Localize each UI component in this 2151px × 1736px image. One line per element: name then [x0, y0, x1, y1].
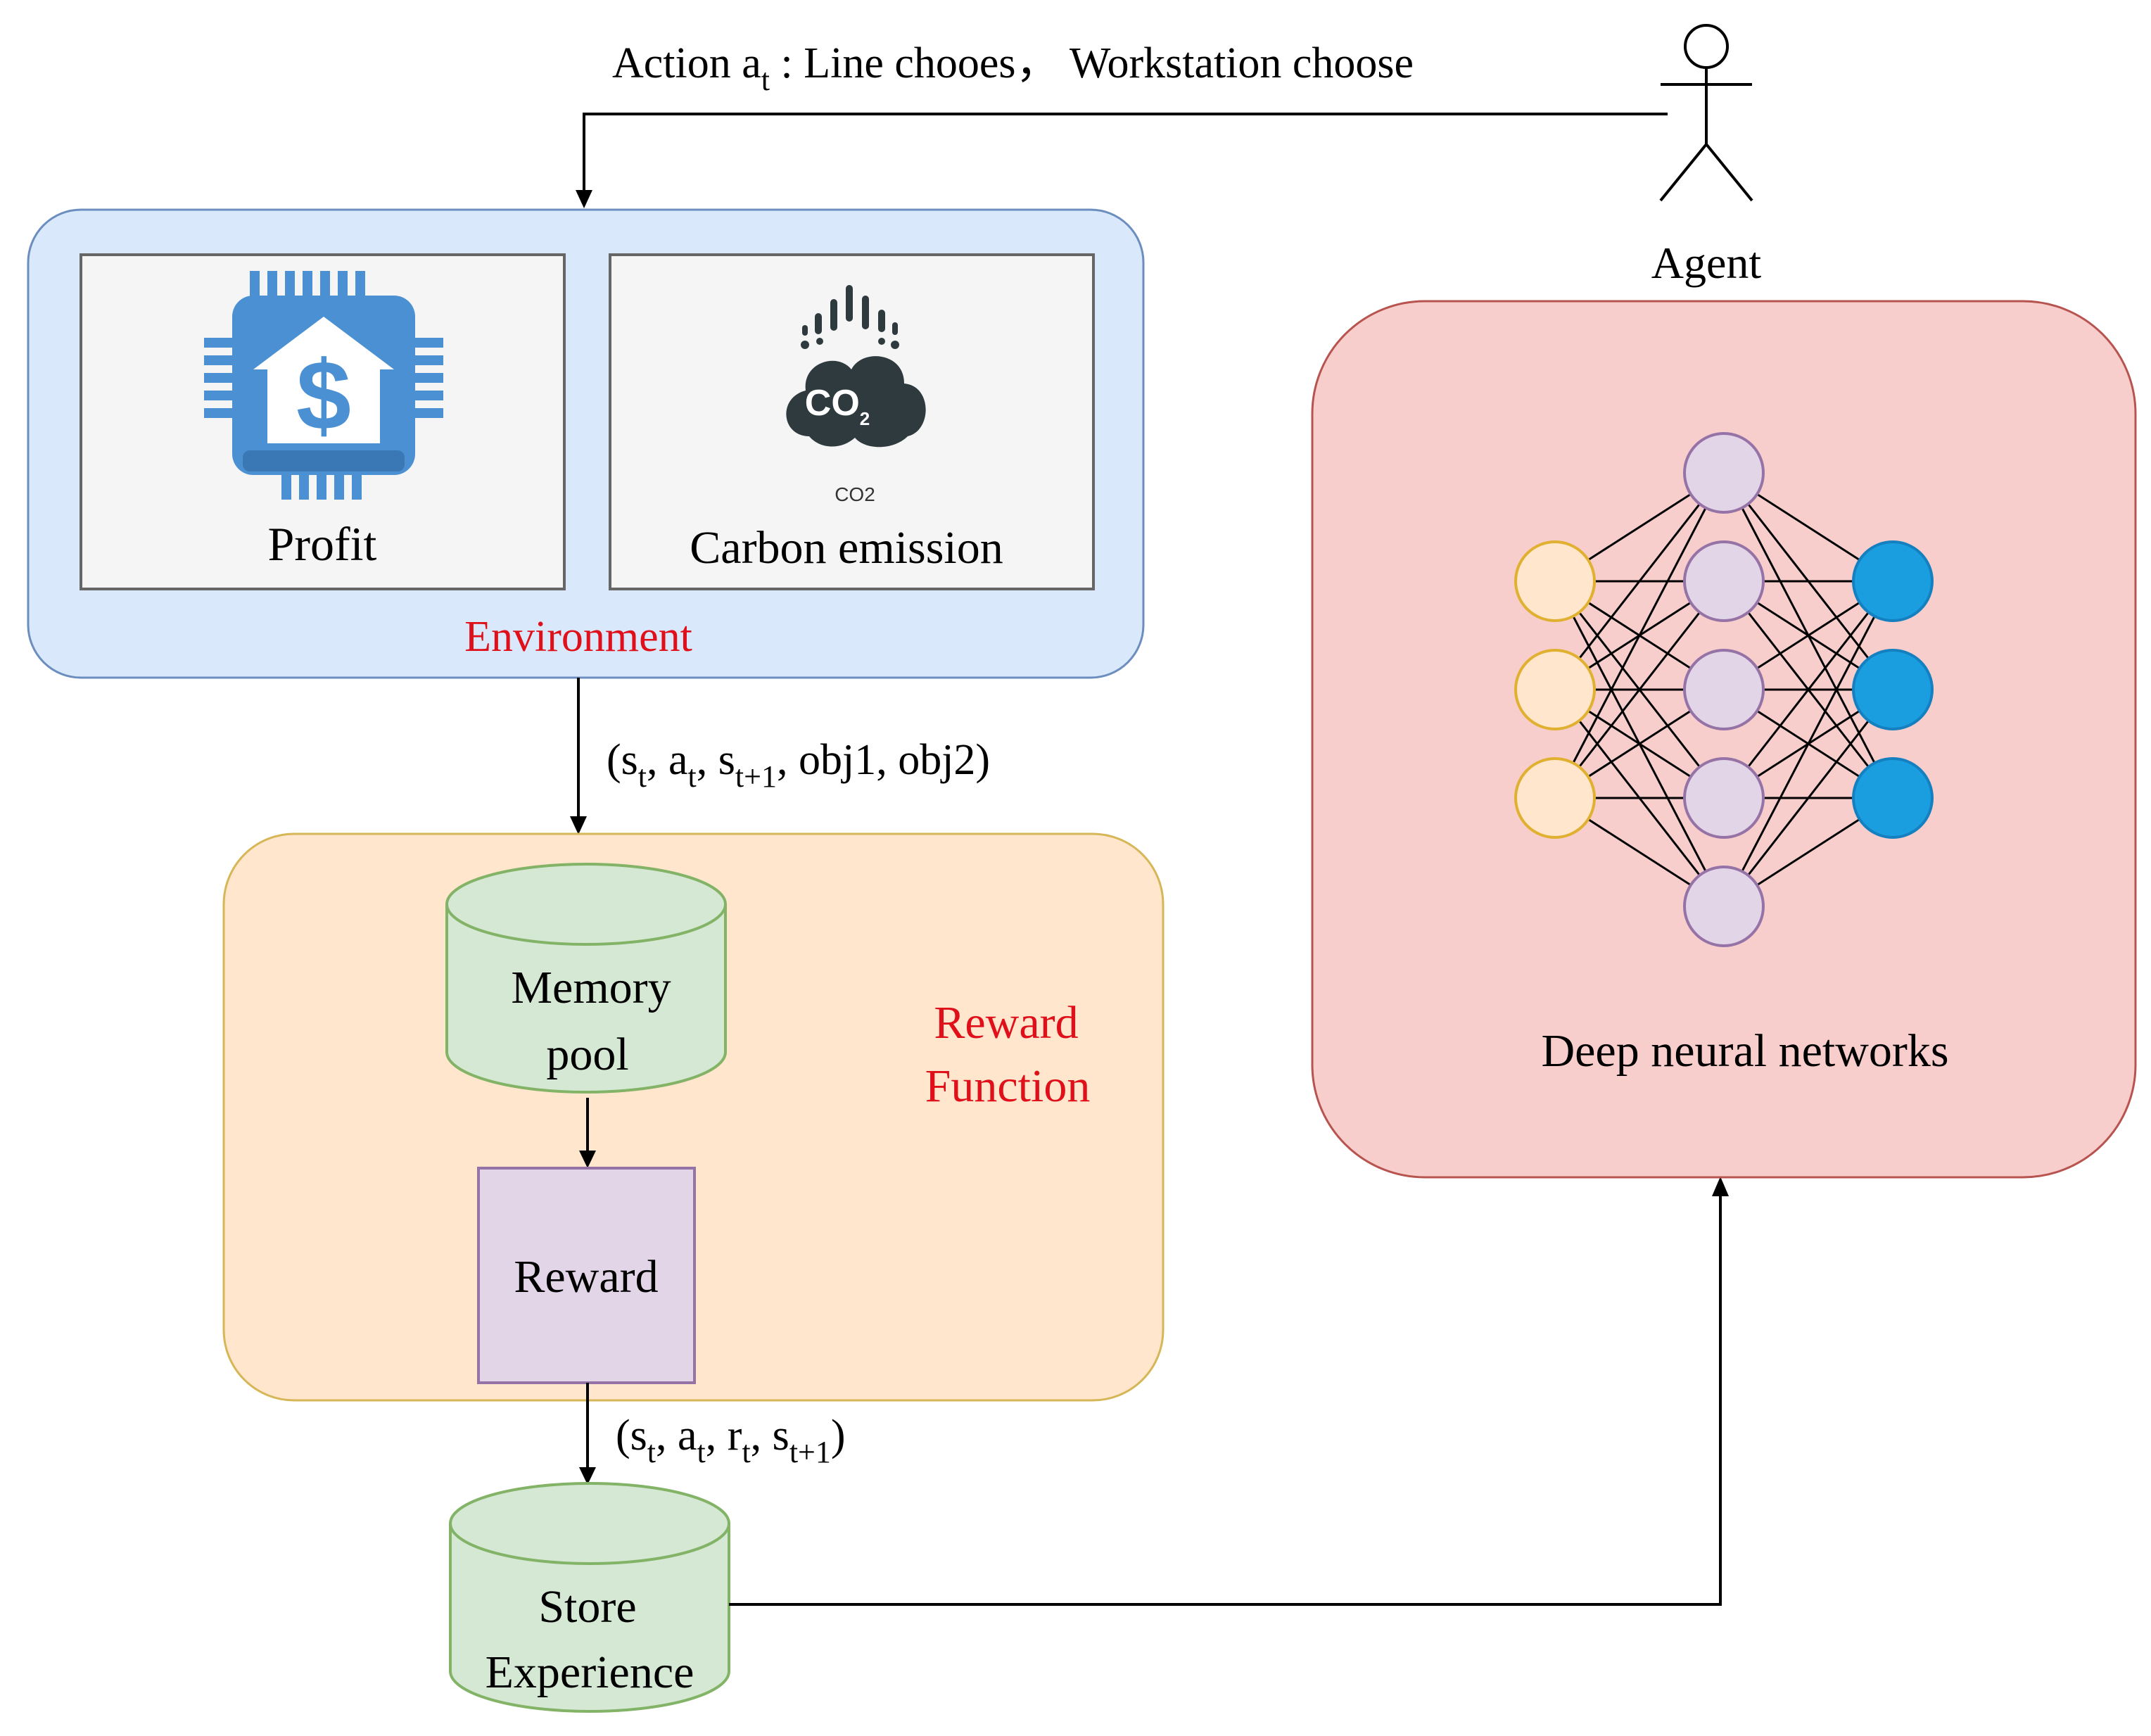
- nn-hidden-node: [1683, 540, 1765, 622]
- nn-output-node: [1852, 757, 1934, 839]
- memory-pool-label-line2: pool: [546, 1029, 628, 1080]
- reward-function-label-line1: Reward: [934, 997, 1078, 1048]
- co2-caption: CO2: [835, 483, 875, 505]
- nn-edge: [1722, 581, 1894, 799]
- memory-pool-label-line1: Memory: [511, 962, 671, 1013]
- dnn-label: Deep neural networks: [1541, 1025, 1948, 1077]
- nn-hidden-node: [1683, 432, 1765, 514]
- nn-edge: [1554, 472, 1725, 799]
- memory-to-reward-arrow: [579, 1098, 596, 1168]
- dollar-house-chip-icon: $: [204, 271, 443, 500]
- nn-output-node: [1852, 540, 1934, 622]
- agent-label: Agent: [1651, 238, 1762, 288]
- nn-edge: [1722, 581, 1894, 907]
- memory-pool-cylinder: [445, 863, 727, 1094]
- nn-input-node: [1514, 757, 1596, 839]
- reward-to-store-arrow: [579, 1383, 596, 1485]
- agent-figure-icon: [1659, 24, 1753, 202]
- store-experience-cylinder: [449, 1482, 730, 1713]
- environment-label: Environment: [464, 613, 692, 661]
- profit-label: Profit: [268, 517, 377, 571]
- co2-cloud-icon: CO2: [786, 285, 926, 448]
- nn-hidden-node: [1683, 649, 1765, 730]
- svg-text:$: $: [296, 340, 351, 450]
- nn-edge: [1722, 689, 1894, 907]
- svg-text:CO2: CO2: [805, 383, 870, 429]
- nn-hidden-node: [1683, 866, 1765, 947]
- reward-box: [477, 1167, 696, 1384]
- nn-edge: [1554, 581, 1725, 799]
- nn-nodes: [1514, 432, 1934, 947]
- action-arrow: [576, 113, 1668, 208]
- nn-input-node: [1514, 649, 1596, 730]
- nn-hidden-node: [1683, 757, 1765, 839]
- experience-tuple-label: (st, at, rt, st+1): [616, 1412, 846, 1469]
- nn-edge: [1554, 472, 1725, 690]
- env-to-reward-arrow: [570, 678, 587, 835]
- carbon-label: Carbon emission: [690, 522, 1003, 574]
- dnn-container: [1311, 300, 2137, 1179]
- reward-label: Reward: [514, 1251, 658, 1303]
- store-label-line1: Store: [538, 1581, 636, 1633]
- store-label-line2: Experience: [486, 1647, 694, 1698]
- transition-tuple-label: (st, at, st+1, obj1, obj2): [607, 736, 990, 794]
- nn-output-node: [1852, 649, 1934, 730]
- nn-input-node: [1514, 540, 1596, 622]
- reward-function-label-line2: Function: [925, 1060, 1091, 1112]
- action-label: Action at : Line chooes， Workstation cho…: [612, 39, 1414, 97]
- store-to-dnn-arrow: [729, 1177, 1729, 1606]
